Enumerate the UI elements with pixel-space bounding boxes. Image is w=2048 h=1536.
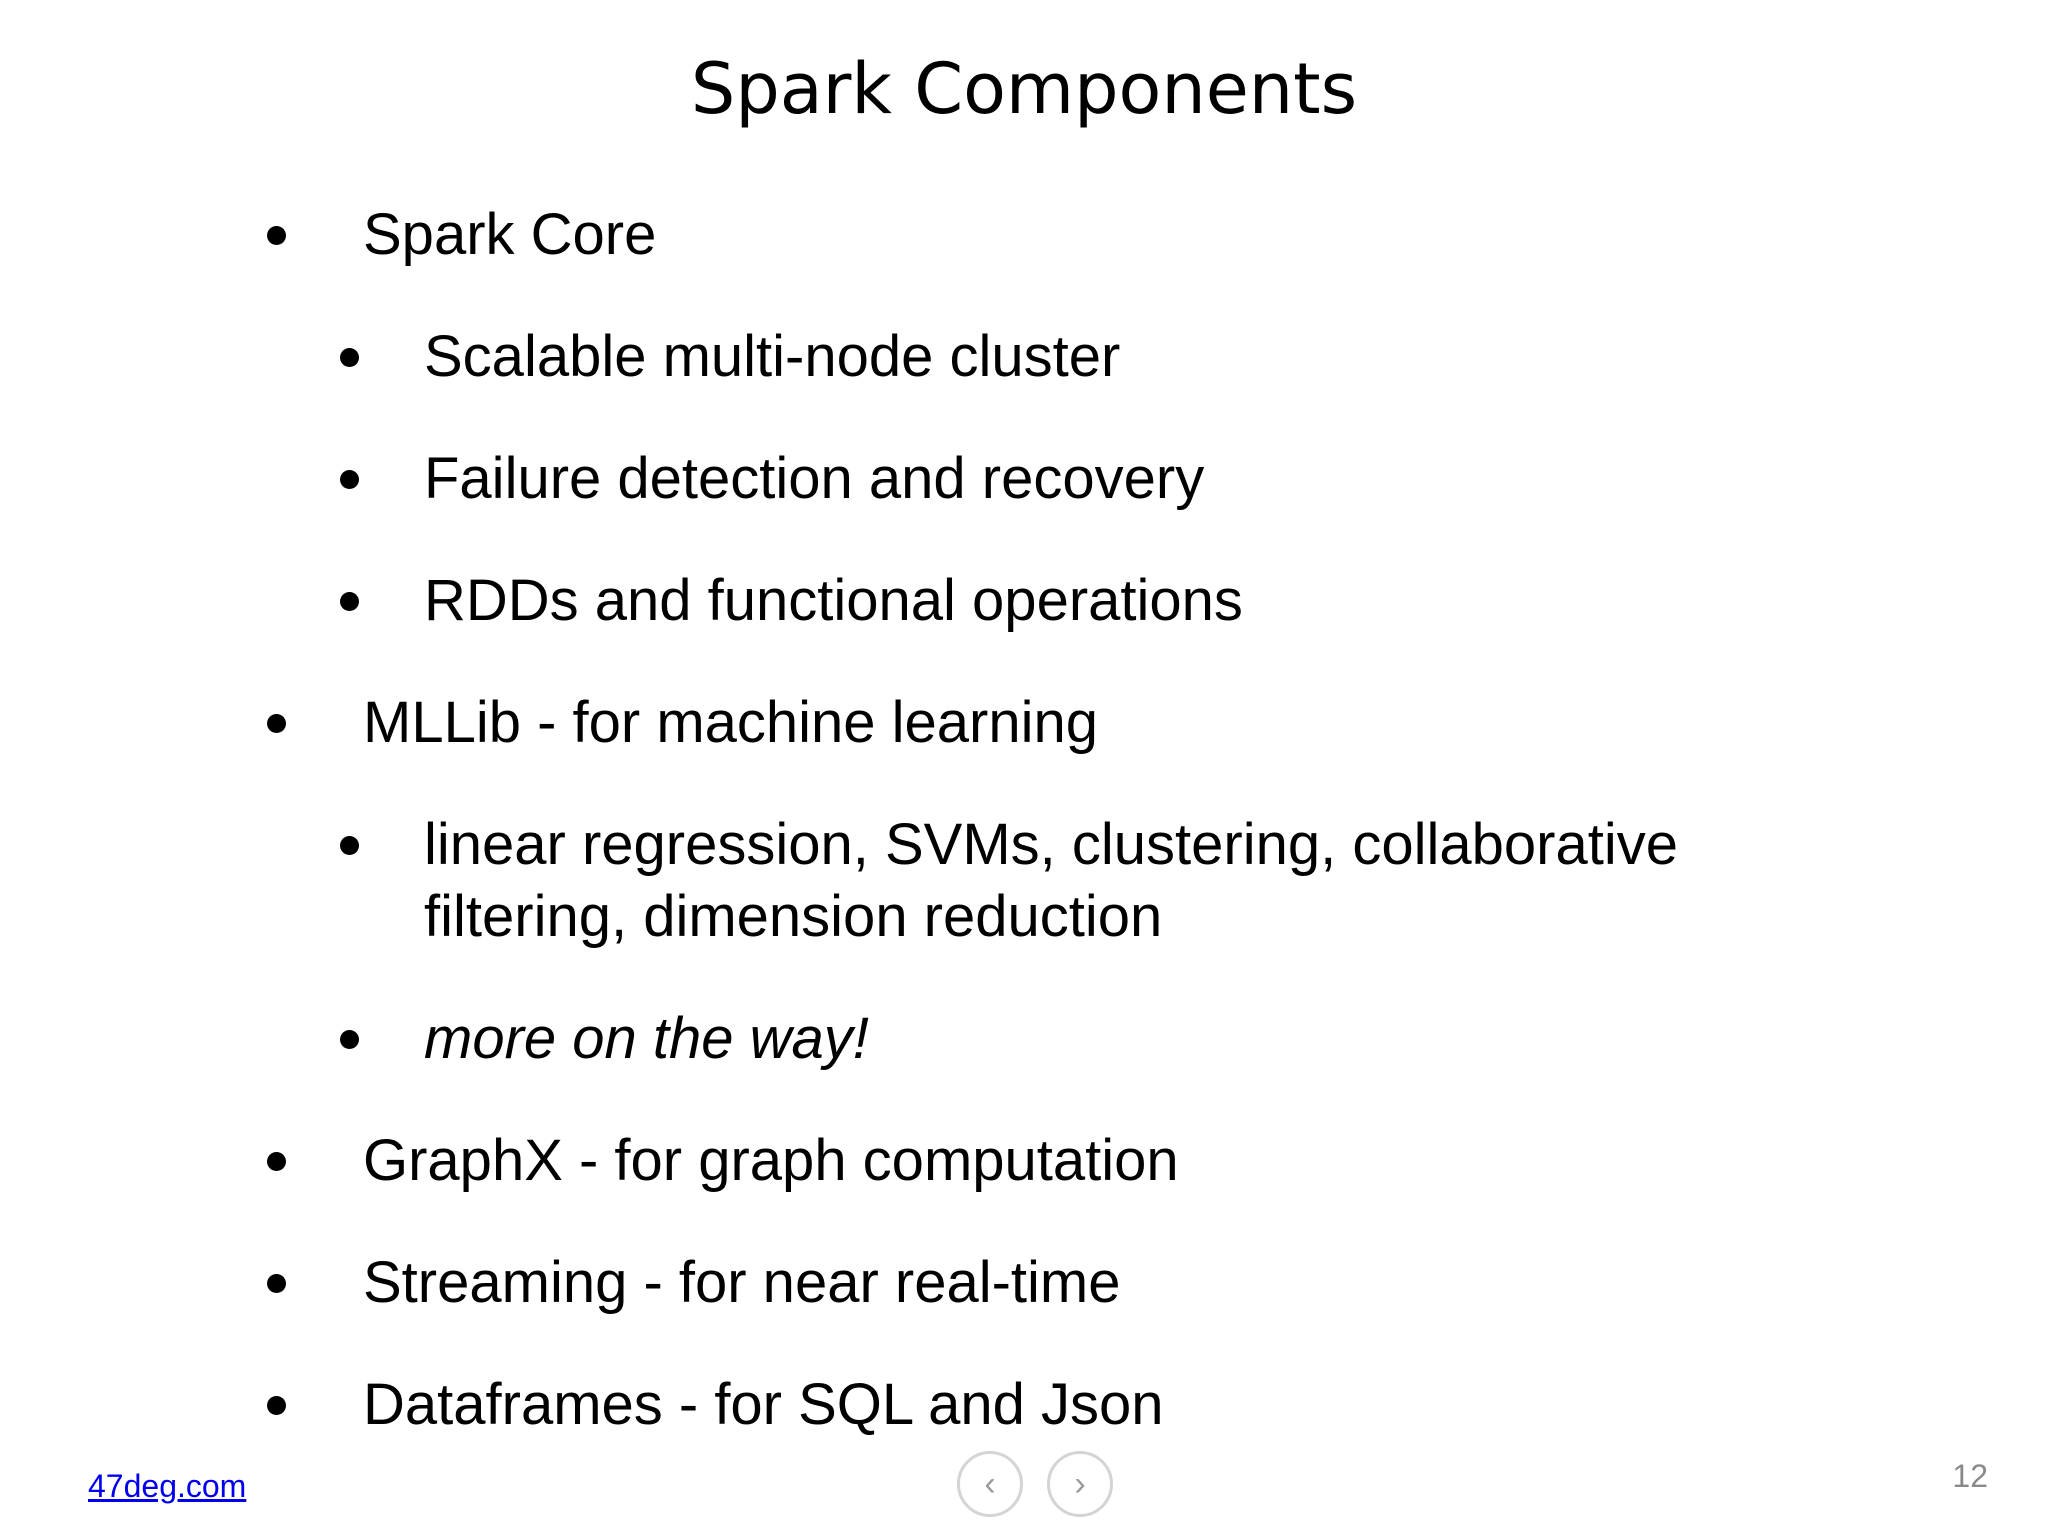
bullet-rdds: RDDs and functional operations xyxy=(424,568,1243,633)
prev-slide-button[interactable]: ‹ xyxy=(957,1451,1023,1517)
bullet-icon xyxy=(340,836,359,855)
bullet-dataframes: Dataframes - for SQL and Json xyxy=(363,1372,1164,1437)
bullet-mllib: MLLib - for machine learning xyxy=(363,690,1099,755)
bullet-icon xyxy=(340,470,359,489)
bullet-icon xyxy=(267,1274,286,1293)
bullet-more-on-the-way: more on the way! xyxy=(424,1006,869,1071)
bullet-ml-algorithms-line2: filtering, dimension reduction xyxy=(424,884,1163,949)
bullet-icon xyxy=(340,1030,359,1049)
bullet-failure-detection: Failure detection and recovery xyxy=(424,446,1205,511)
slide-title: Spark Components xyxy=(690,48,1358,130)
footer-link[interactable]: 47deg.com xyxy=(88,1468,247,1504)
next-slide-button[interactable]: › xyxy=(1047,1451,1113,1517)
bullet-icon xyxy=(267,226,286,245)
bullet-graphx: GraphX - for graph computation xyxy=(363,1128,1179,1193)
bullet-icon xyxy=(267,1396,286,1415)
bullet-scalable-cluster: Scalable multi-node cluster xyxy=(424,324,1121,389)
bullet-streaming: Streaming - for near real-time xyxy=(363,1250,1121,1315)
bullet-spark-core: Spark Core xyxy=(363,202,657,267)
bullet-icon xyxy=(267,714,286,733)
bullet-icon xyxy=(267,1152,286,1171)
bullet-icon xyxy=(340,592,359,611)
bullet-ml-algorithms-line1: linear regression, SVMs, clustering, col… xyxy=(424,812,1678,877)
bullet-icon xyxy=(340,348,359,367)
chevron-left-icon: ‹ xyxy=(984,1465,996,1503)
page-number: 12 xyxy=(1952,1458,1988,1494)
chevron-right-icon: › xyxy=(1074,1465,1086,1503)
